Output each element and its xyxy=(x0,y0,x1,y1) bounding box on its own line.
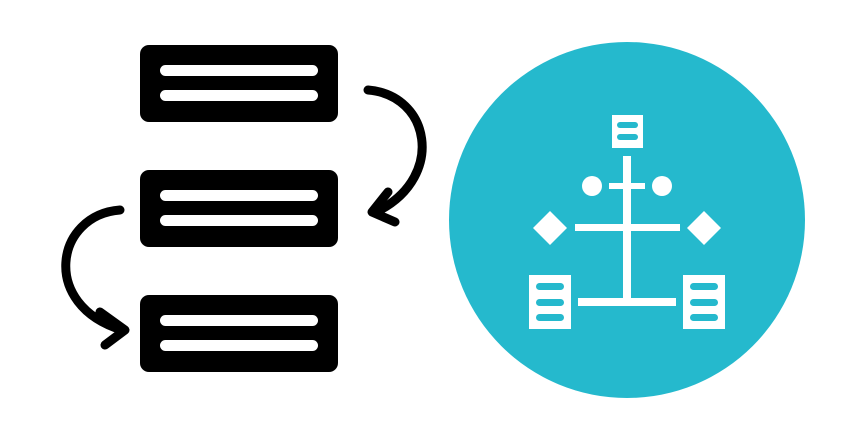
curved-arrow-right-icon xyxy=(363,85,427,227)
record-block-2 xyxy=(140,170,338,247)
hierarchy-diagram-icon xyxy=(529,115,725,329)
record-block-3 xyxy=(140,295,338,372)
record-flow xyxy=(61,45,427,372)
record-block-1 xyxy=(140,45,338,122)
curved-arrow-left-icon xyxy=(61,205,130,350)
hierarchy-badge xyxy=(449,42,805,398)
